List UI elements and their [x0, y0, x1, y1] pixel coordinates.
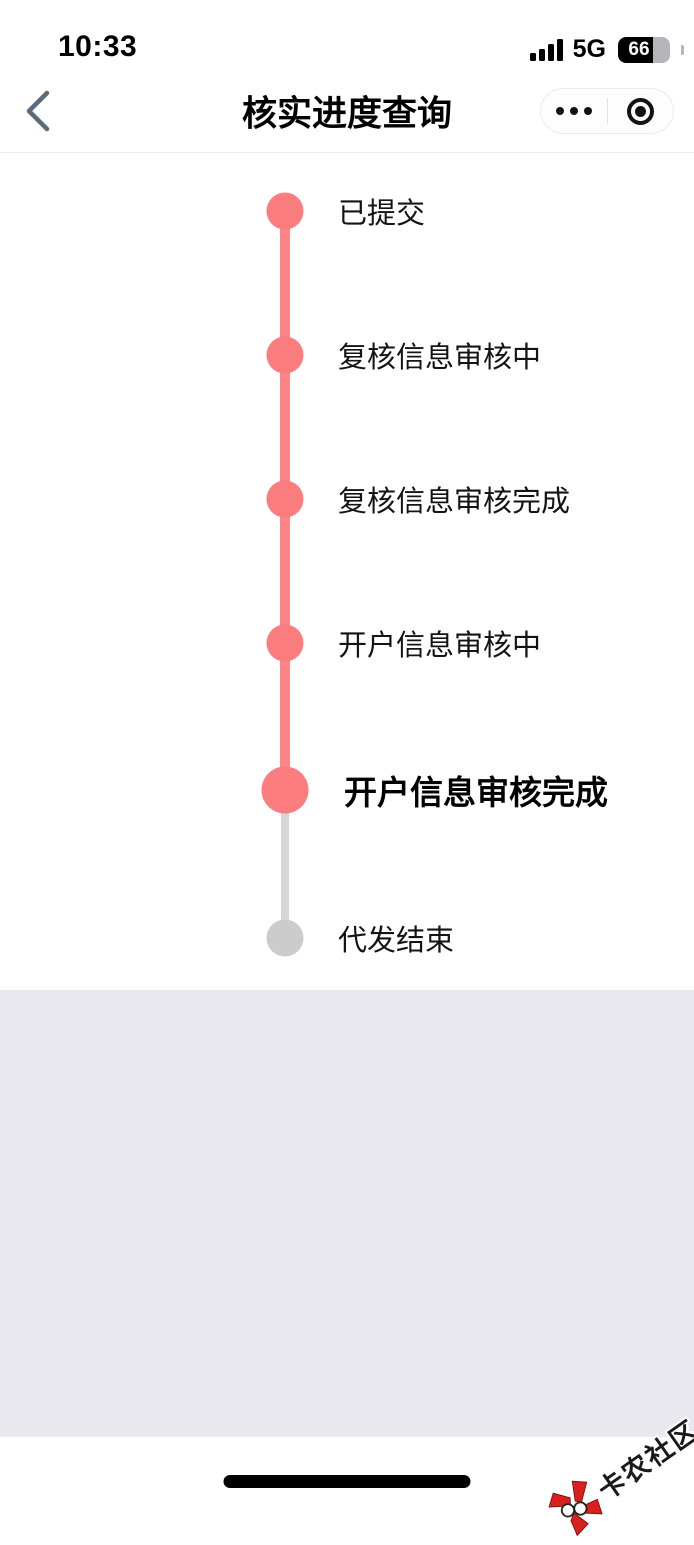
content-background	[0, 990, 694, 1437]
battery-icon: 66	[618, 36, 670, 63]
step-label: 开户信息审核完成	[344, 774, 608, 811]
step-dot	[266, 192, 304, 230]
home-indicator[interactable]	[223, 1475, 471, 1488]
step-dot	[266, 919, 304, 957]
network-type-label: 5G	[572, 35, 606, 63]
step-label: 复核信息审核中	[338, 342, 542, 374]
battery-percentage: 66	[628, 38, 650, 60]
page-title: 核实进度查询	[241, 94, 453, 134]
step-label: 已提交	[338, 198, 426, 230]
step-label: 复核信息审核完成	[338, 486, 571, 518]
more-menu-button[interactable]	[541, 89, 607, 133]
battery-fill	[618, 36, 654, 63]
step-dot	[266, 336, 304, 374]
nav-bar: 核实进度查询	[0, 70, 694, 153]
record-dot-icon	[626, 97, 654, 125]
status-bar: 10:33 5G 66	[0, 0, 694, 70]
status-icons: 5G 66	[529, 35, 686, 64]
battery-cap	[681, 44, 684, 55]
ellipsis-icon	[555, 107, 592, 115]
close-minimize-button[interactable]	[608, 89, 674, 133]
clock-time: 10:33	[58, 30, 138, 63]
step-dot	[261, 766, 309, 814]
back-button[interactable]	[18, 88, 58, 134]
footer	[0, 1437, 694, 1500]
step-dot	[266, 624, 304, 662]
capsule-divider	[606, 98, 608, 124]
cellular-signal-icon	[529, 38, 563, 61]
miniprogram-capsule	[540, 88, 674, 134]
progress-timeline: 已提交 复核信息审核中 复核信息审核完成 开户信息审核中 开户信息审核完成 代发…	[0, 153, 694, 990]
chevron-left-icon	[26, 90, 50, 132]
step-label: 开户信息审核中	[338, 630, 542, 662]
step-dot	[266, 480, 304, 518]
timeline-line-pending	[281, 790, 289, 938]
step-label: 代发结束	[338, 925, 455, 957]
